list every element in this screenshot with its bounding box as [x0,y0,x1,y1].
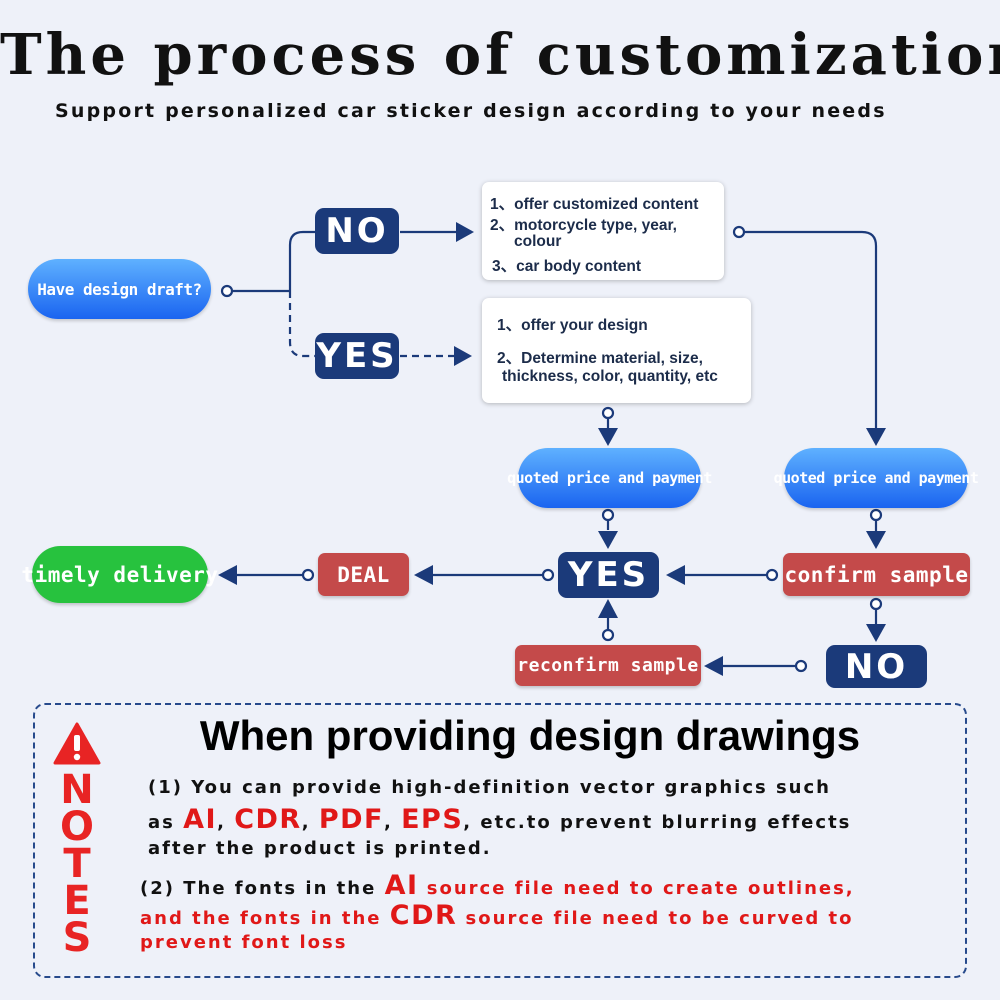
note-1-line-1: (1) You can provide high-definition vect… [148,777,831,798]
node-yes-middle: YES [558,552,659,598]
box-line: colour [514,233,562,250]
box-line: 2、motorcycle type, year, [490,217,677,234]
note-text: and the fonts in the [140,908,390,929]
arrow-down-icon [598,531,618,549]
arrow-down-icon [866,624,886,642]
connector-dot [869,508,883,522]
connector-line [288,230,315,291]
node-deal: DEAL [318,553,409,596]
arrow-left-icon [414,565,433,585]
node-no-top: NO [315,208,399,254]
box-line: 1、offer your design [497,317,648,334]
box-line: 3、car body content [492,258,641,275]
format-pdf: PDF [318,804,384,835]
arrow-right-icon [454,346,472,366]
note-1-line-2: as AI, CDR, PDF, EPS, etc.to prevent blu… [148,804,851,835]
box-line: 1、offer customized content [490,196,699,213]
connector-dot [765,568,779,582]
node-yes-requirements-box: 1、offer your design 2、Determine material… [482,298,751,403]
notes-heading: When providing design drawings [199,712,861,759]
warning-icon [53,722,101,765]
box-line: 2、Determine material, size, [497,350,703,367]
format-cdr: CDR [234,804,302,835]
connector-dot [869,597,883,611]
connector-line [745,230,878,428]
arrow-left-icon [666,565,685,585]
note-2-line-1: (2) The fonts in the AI source file need… [140,870,855,901]
node-confirm-sample: confirm sample [783,553,970,596]
format-ai: AI [384,870,419,901]
note-text: , [301,812,319,833]
node-no-bottom: NO [826,645,927,688]
connector-dot [601,406,615,420]
node-quoted-price-right: quoted price and payment [774,448,979,508]
format-cdr: CDR [389,900,458,931]
page-title: The process of customization [0,22,1000,88]
format-ai: AI [183,804,218,835]
connector-dot [794,659,808,673]
node-no-requirements-box: 1、offer customized content 2、motorcycle … [482,182,724,280]
connector-dot [732,225,746,239]
notes-letter: N [60,767,94,813]
connector-dot [220,284,234,298]
connector-dot [301,568,315,582]
note-text: , [384,812,402,833]
arrow-down-icon [598,428,618,446]
page-subtitle: Support personalized car sticker design … [55,100,887,122]
notes-letter: E [63,878,91,924]
note-text: (2) The fonts in the [140,878,385,899]
notes-letter: O [59,804,94,850]
arrow-up-icon [598,599,618,618]
note-2-line-2: and the fonts in the CDR source file nee… [140,900,854,931]
node-quoted-price-left: quoted price and payment [507,448,712,508]
arrow-down-icon [866,531,886,549]
note-text: , [217,812,235,833]
note-text: as [148,812,184,833]
node-timely-delivery: timely delivery [21,546,218,603]
notes-frame [33,703,967,978]
box-line: thickness, color, quantity, etc [502,368,718,385]
connector-line [288,291,315,358]
notes-letter: S [62,915,92,961]
arrow-left-icon [218,565,237,585]
connector-dot [601,628,615,642]
connector-dot [541,568,555,582]
connector-dot [601,508,615,522]
note-text: source file need to create outlines, [418,878,855,899]
note-2-line-3: prevent font loss [140,932,348,953]
note-text: , etc.to prevent blurring effects [463,812,852,833]
node-reconfirm-sample: reconfirm sample [515,645,701,686]
format-eps: EPS [401,804,464,835]
arrow-left-icon [704,656,723,676]
note-text: source file need to be curved to [457,908,854,929]
node-yes-top: YES [315,333,399,379]
note-1-line-3: after the product is printed. [148,838,492,859]
node-have-design-draft: Have design draft? [28,259,211,319]
notes-letter: T [63,841,91,887]
arrow-right-icon [456,222,474,242]
arrow-down-icon [866,428,886,446]
